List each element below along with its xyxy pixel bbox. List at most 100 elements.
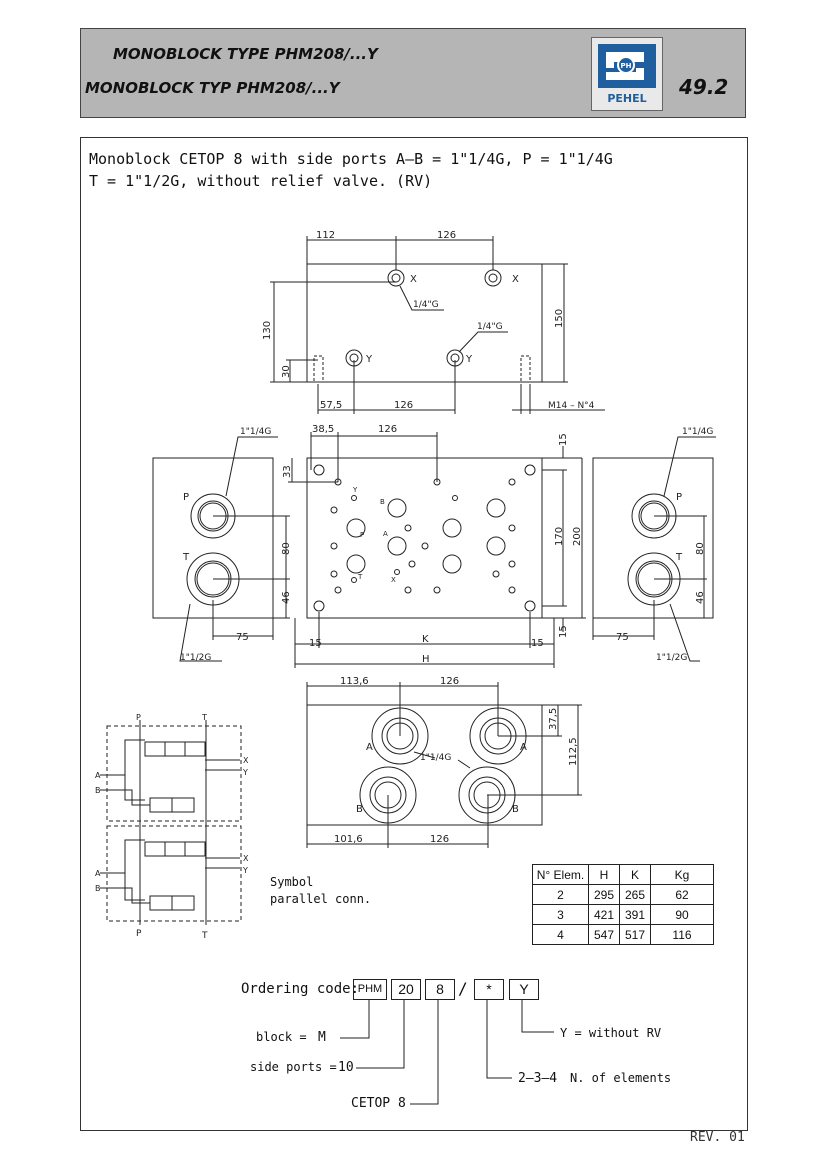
symbol-b-2: B [95,884,101,893]
description-line2: T = 1"1/2G, without relief valve. (RV) [89,172,433,190]
symbol-t-top: T [201,713,207,722]
dim-bottom-113-6: 113,6 [340,676,369,687]
code-box-8: 8 [425,979,455,1000]
port-y-2: Y [465,354,473,365]
page-number: 49.2 [679,75,729,99]
table-cell: 90 [650,904,714,925]
bottom-thread: 1"1/4G [420,753,451,763]
symbol-t-bottom: T [201,931,208,941]
gauge-port-2: 1/4"G [477,322,503,332]
right-dim-46: 46 [695,591,706,604]
dim-front-k: K [422,634,429,645]
description: Monoblock CETOP 8 with side ports A–B = … [89,148,613,192]
right-thread-bottom: 1"1/2G [656,653,687,663]
right-thread-top: 1"1/4G [682,427,713,437]
dim-front-200: 200 [572,527,583,546]
table-header: H [588,864,620,885]
dim-bottom-101-6: 101,6 [334,834,363,845]
left-thread-bottom: 1"1/2G [180,653,211,663]
code-box-elements: * [474,979,504,1000]
dim-top-126b: 126 [394,400,413,411]
front-small-t: T [357,573,363,581]
bottom-port-a-2: A [520,742,527,753]
table-cell: 295 [588,884,620,905]
top-view-body [306,263,543,383]
dim-front-126: 126 [378,424,397,435]
logo-text: PEHEL [607,92,646,105]
front-small-p: P [360,531,364,539]
side-ports-value: 10 [338,1060,354,1075]
front-small-y: Y [352,486,358,494]
elements-table: N° Elem. H K Kg 2 295 265 62 3 421 391 9… [532,864,714,945]
header-title-line1: MONOBLOCK TYPE PHM208/...Y [113,45,378,63]
dim-top-57-5: 57,5 [320,400,342,411]
right-port-t: T [675,552,683,563]
symbol-x-1: X [243,756,249,765]
revision: REV. 01 [690,1130,745,1145]
symbol-a-1: A [95,771,101,780]
ordering-code-label: Ordering code: [241,981,360,997]
dim-bottom-126b: 126 [430,834,449,845]
side-ports-label: side ports = [250,1060,337,1074]
gauge-port-1: 1/4"G [413,300,439,310]
table-cell: 517 [619,924,651,945]
table-row: 4 547 517 116 [532,924,714,945]
symbol-caption-line2: parallel conn. [270,892,372,906]
front-small-a: A [383,530,388,538]
table-row: 3 421 391 90 [532,904,714,925]
block-label: block = [256,1030,307,1044]
right-port-p: P [676,492,682,503]
left-port-t: T [182,552,190,563]
logo-badge: PH [621,62,632,70]
description-line1: Monoblock CETOP 8 with side ports A–B = … [89,150,613,168]
table-cell: 391 [619,904,651,925]
dim-top-112: 112 [316,230,335,241]
table-header: Kg [650,864,714,885]
pehel-logo: PH PEHEL [591,37,663,111]
dim-top-30: 30 [281,365,292,378]
dim-front-15d: 15 [531,638,544,649]
right-dim-75: 75 [616,632,629,643]
port-x-1: X [410,274,417,285]
page-header: MONOBLOCK TYPE PHM208/...Y MONOBLOCK TYP… [80,28,746,118]
elements-value: 2–3–4 [518,1071,558,1086]
dim-front-15a: 15 [558,433,569,446]
drawing-frame [80,137,748,1131]
front-small-x: X [391,576,396,584]
cetop-label: CETOP 8 [351,1096,406,1111]
table-header: N° Elem. [532,864,589,885]
symbol-block-2 [106,825,242,922]
front-small-b: B [380,498,385,506]
port-y-1: Y [365,354,373,365]
bottom-port-a-1: A [366,742,373,753]
dim-front-170: 170 [554,527,565,546]
left-dim-46: 46 [281,591,292,604]
code-box-phm: PHM [353,979,387,1000]
dim-bottom-112-5: 112,5 [568,737,579,766]
header-title-line2: MONOBLOCK TYP PHM208/...Y [85,79,340,97]
symbol-caption: Symbol parallel conn. [270,874,371,908]
table-cell: 4 [532,924,589,945]
port-x-2: X [512,274,519,285]
dim-bottom-37-5: 37,5 [548,708,559,730]
symbol-caption-line1: Symbol [270,875,314,889]
left-port-p: P [183,492,189,503]
dim-front-38-5: 38,5 [312,424,334,435]
table-cell: 547 [588,924,620,945]
right-side-view-body [592,457,714,619]
table-cell: 62 [650,884,714,905]
bottom-port-b-1: B [356,804,363,815]
symbol-y-2: Y [242,866,248,875]
left-dim-80: 80 [281,542,292,555]
symbol-a-2: A [95,869,101,878]
symbol-b-1: B [95,786,101,795]
block-value: M [318,1030,326,1045]
bottom-view-body [306,704,543,826]
symbol-p-top: P [136,713,141,722]
symbol-p-bottom: P [136,929,142,939]
thread-m14: M14 – N°4 [548,401,595,411]
symbol-x-2: X [243,854,249,863]
table-row: 2 295 265 62 [532,884,714,905]
table-cell: 3 [532,904,589,925]
